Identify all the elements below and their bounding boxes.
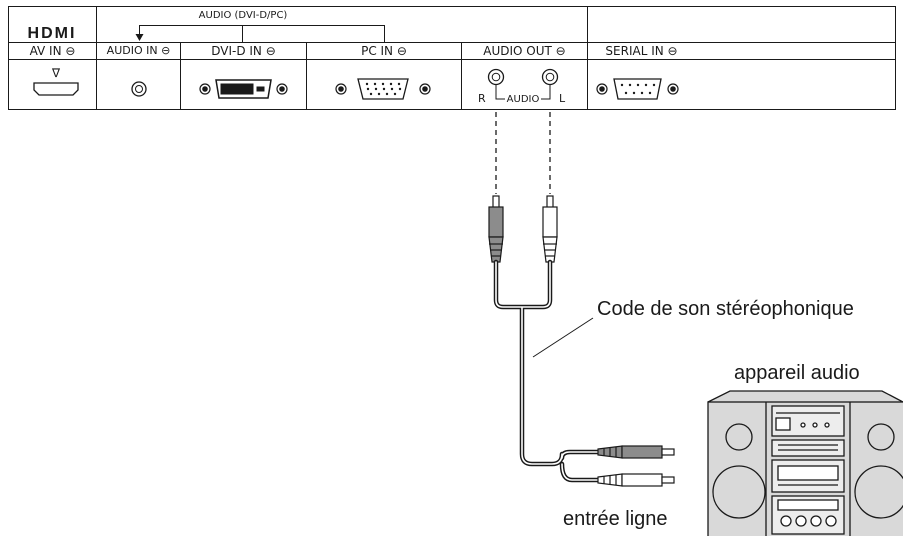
dvi-d-port-icon	[199, 79, 288, 99]
device-label: appareil audio	[734, 362, 860, 384]
cable-leader-line	[532, 317, 594, 358]
audio-out-l-label: L	[559, 92, 566, 105]
port-label-audio-in: AUDIO IN ⊖	[106, 44, 171, 57]
rca-plug-white-side	[542, 195, 558, 263]
hdmi-marker: ∇	[51, 66, 61, 80]
rca-plug-red-side	[488, 195, 504, 263]
audio-in-jack-icon	[131, 81, 147, 97]
port-label-pc-in: PC IN ⊖	[361, 44, 407, 58]
audio-out-jacks-icon	[487, 68, 559, 100]
audio-out-r-label: R	[478, 92, 486, 105]
hdmi-logo: HDMI	[27, 25, 77, 42]
audio-device-icon	[707, 390, 903, 536]
cable-label: Code de son stéréophonique	[597, 298, 854, 320]
input-label: entrée ligne	[563, 508, 668, 530]
port-label-audio-out: AUDIO OUT ⊖	[483, 44, 566, 58]
audio-bus-bracket	[139, 25, 385, 42]
stereo-cable	[493, 259, 601, 483]
rca-plug-white-device	[597, 473, 675, 487]
port-label-dvi-d-in: DVI-D IN ⊖	[211, 44, 276, 58]
dashed-connection	[495, 112, 551, 194]
panel-outline	[8, 6, 896, 110]
pc-port-icon	[335, 78, 431, 100]
port-label-av-in: AV IN ⊖	[29, 44, 76, 58]
serial-port-icon	[596, 78, 679, 100]
rca-plug-red-device	[597, 445, 675, 459]
audio-bus-arrow	[135, 34, 144, 41]
hdmi-port-icon	[33, 82, 79, 96]
port-label-serial-in: SERIAL IN ⊖	[605, 44, 678, 58]
audio-out-audio-label: AUDIO	[505, 94, 541, 105]
audio-bus-label: AUDIO (DVI-D/PC)	[198, 10, 288, 21]
